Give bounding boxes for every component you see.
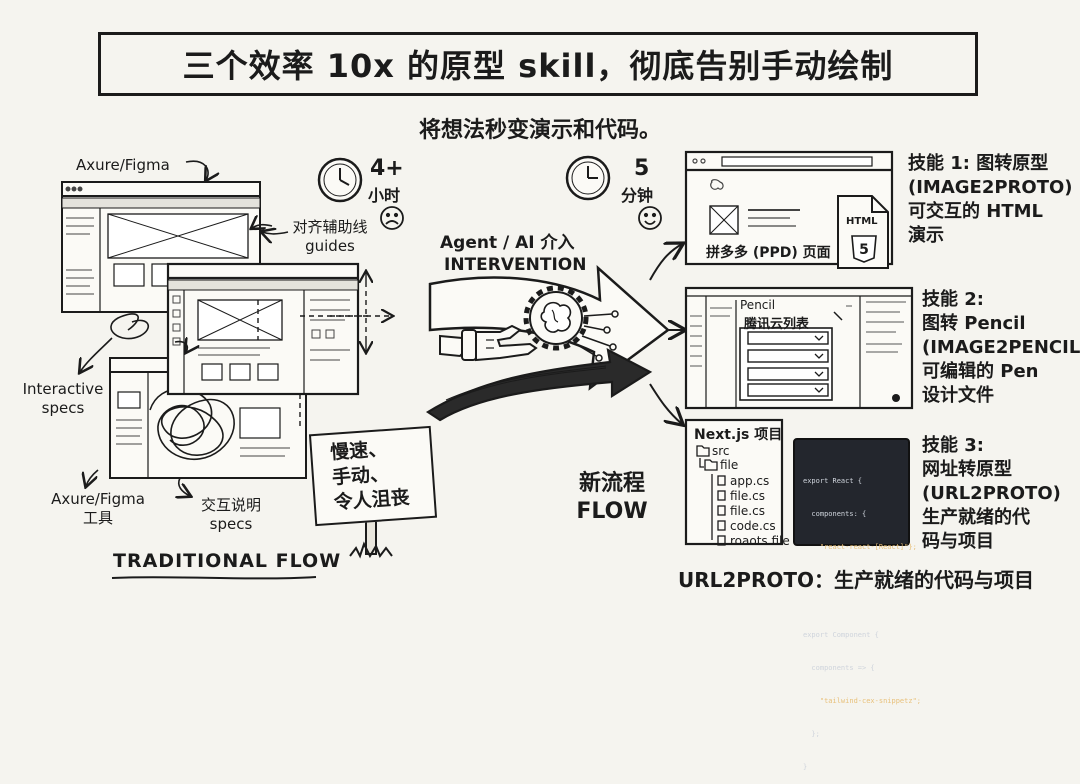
label-interactive-line1: Interactive [22,380,104,398]
traditional-underline [111,576,317,580]
label-guides-line2: guides [305,237,355,255]
tree-item-1: app.cs [730,474,770,488]
new-flow-line2: FLOW [576,499,648,524]
clock-icon-slow [317,157,363,203]
code-line-8: "tailwind-cex-snippetz"; [803,697,922,705]
skill-2-description: 技能 2: 图转 Pencil (IMAGE2PENCIL) 可编辑的 Pen … [922,288,1080,408]
skill-1-line-2: (IMAGE2PROTO) [908,177,1073,198]
diagram-drawing: 5 [61,150,914,559]
skill-2-line-2: 图转 Pencil [922,313,1026,334]
flow-arrow-lower [425,347,653,422]
page-title: 三个效率 10x 的原型 skill，彻底告别手动绘制 [182,47,894,85]
svg-text:5: 5 [859,242,869,258]
label-specs-line1: 交互说明 [200,496,261,514]
code-line-1: export React { [803,477,863,485]
scribble [149,387,235,461]
label-axure-figma-tool: Axure/Figma 工具 [46,490,150,528]
code-line-3: "react-react-[React]"}; [803,543,917,551]
tree-file-folder: file [720,458,739,472]
label-specs: 交互说明 specs [190,496,272,534]
skill-3-line-3: (URL2PROTO) [922,483,1061,504]
code-line-6: export Component { [803,631,879,639]
skill-1-line-1: 技能 1: 图转原型 [908,153,1049,174]
tree-item-3: file.cs [730,504,765,518]
new-flow-label: 新流程 FLOW [572,470,652,526]
label-tool-line1: Axure/Figma [51,490,145,508]
time-slow-unit: 小时 [368,186,401,205]
bottom-caption: URL2PROTO：生产就绪的代码与项目 [678,568,1035,592]
skill-3-line-5: 码与项目 [922,531,994,552]
slow-sign: 慢速、 手动、 令人沮丧 [308,425,438,527]
skill-1-description: 技能 1: 图转原型 (IMAGE2PROTO) 可交互的 HTML 演示 [908,152,1073,248]
skill-3-description: 技能 3: 网址转原型 (URL2PROTO) 生产就绪的代 码与项目 [922,434,1061,554]
time-slow-value: 4+ [370,156,404,181]
wireframe-window-front [166,262,360,396]
agent-label-line2: INTERVENTION [444,255,587,275]
traditional-flow-label: TRADITIONAL FLOW [113,550,342,572]
skill-3-line-2: 网址转原型 [922,459,1012,480]
robot-hand-icon [439,324,538,362]
tree-item-2: file.cs [730,489,765,503]
time-fast-unit: 分钟 [621,186,654,205]
label-interactive-line2: specs [41,399,85,417]
pencil-list-title: 腾讯云列表 [744,317,810,332]
label-specs-line2: specs [209,515,253,533]
code-line-9: }; [803,730,820,738]
skill-2-line-3: (IMAGE2PENCIL) [922,337,1080,358]
time-fast-value: 5 [634,156,650,181]
code-snippet-panel: export React { components: { "react-reac… [793,438,921,771]
skill-2-line-5: 设计文件 [922,385,994,406]
tree-item-5: roaots file [730,534,790,548]
label-guides: 对齐辅助线 guides [284,218,376,256]
file-tree-panel [684,418,784,546]
code-line-4: } [803,576,808,584]
agent-label-line1: Agent / AI 介入 [440,233,575,253]
skill-1-line-4: 演示 [908,225,944,246]
tree-item-4: code.cs [730,519,776,533]
pencil-app-label: Pencil [740,298,776,312]
code-line-2: components: { [803,510,867,518]
skill-3-line-1: 技能 3: [922,435,984,456]
html5-icon: 5 [837,195,889,269]
title-box: 三个效率 10x 的原型 skill，彻底告别手动绘制 [98,32,978,96]
card-caption: 拼多多 (PPD) 页面 [706,245,831,261]
subtitle: 将想法秒变演示和代码。 [418,118,661,143]
skill-2-line-1: 技能 2: [922,289,984,310]
clock-icon-fast [565,155,611,201]
html-badge-label: HTML [846,216,878,227]
code-line-7: components => { [803,664,875,672]
ai-brain-gear-icon [523,285,589,351]
label-interactive-specs: Interactive specs [20,380,106,418]
new-flow-line1: 新流程 [578,471,645,496]
project-title: Next.js 项目 [694,427,783,443]
sad-face-icon [380,206,404,230]
skill-3-line-4: 生产就绪的代 [922,507,1030,528]
skill-2-line-4: 可编辑的 Pen [922,361,1039,382]
label-axure-figma-top: Axure/Figma [76,156,170,174]
label-tool-line2: 工具 [82,509,113,527]
tree-src: src [712,444,730,458]
smiley-icon [638,206,662,230]
code-line-10: } [803,763,808,771]
skill-1-line-3: 可交互的 HTML [908,201,1043,222]
label-guides-line1: 对齐辅助线 [292,218,368,236]
